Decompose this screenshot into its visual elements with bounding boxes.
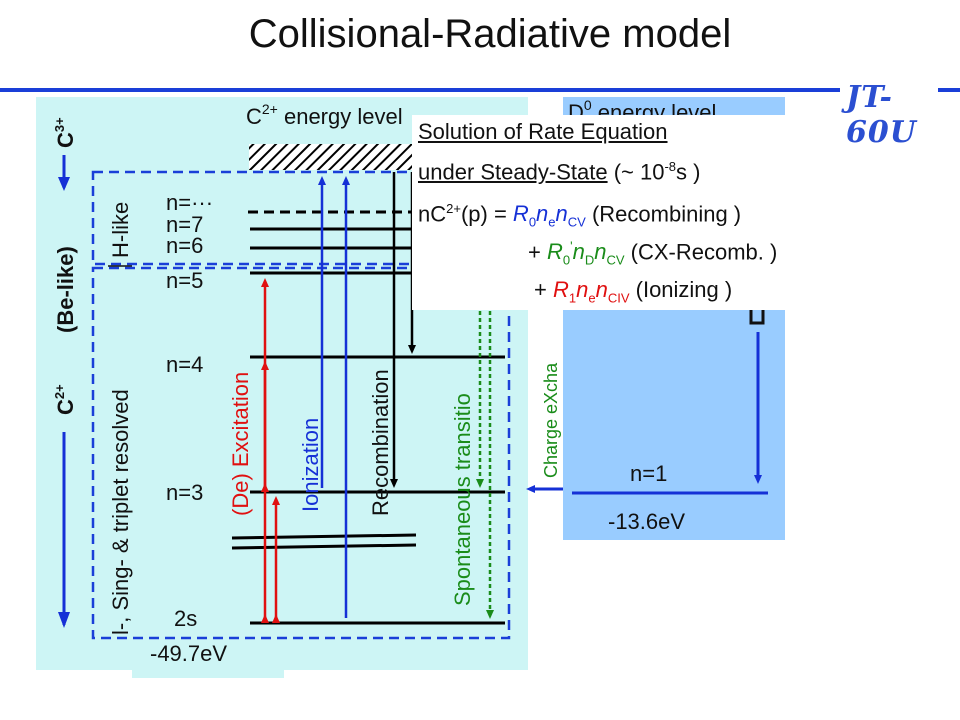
level-label-n3: n=3 [166, 480, 203, 505]
rate-term-2: + R1nenCIV (Ionizing ) [534, 277, 732, 305]
label-c3: C3+ [52, 117, 78, 148]
level-label-2s: 2s [174, 606, 197, 631]
rate-term-coef: R1nenCIV [552, 277, 630, 306]
d-level-label: n=1 [630, 461, 667, 486]
label-recombination: Recombination [368, 369, 393, 516]
ground-energy-label: -49.7eV [150, 641, 227, 666]
carbon-panel-title: C2+ energy level [246, 101, 403, 129]
rate-timescale-exp: -8 [664, 159, 677, 174]
rate-term-coef: R0'nDnCV [546, 239, 625, 268]
level-label-n4: n=4 [166, 352, 203, 377]
label-spontaneous: Spontaneous transitio [450, 393, 475, 606]
label-excitation: (De) Excitation [228, 372, 253, 516]
rate-timescale: (~ 10 [607, 159, 665, 185]
c3-arrowhead [58, 177, 70, 191]
rate-term-lead-sup: 2+ [446, 201, 461, 216]
rate-title: Solution of Rate Equation [418, 119, 668, 144]
level-label-dotdot: n=··· [166, 190, 213, 215]
label-be-like: (Be-like) [53, 246, 78, 333]
continuum-bar [249, 144, 419, 170]
rate-term-label: (CX-Recomb. ) [630, 239, 778, 265]
rate-term-0: nC2+(p) = R0nenCV (Recombining ) [418, 201, 741, 230]
rate-timescale-unit: s ) [676, 159, 701, 185]
rate-subtitle: under Steady-State (~ 10-8s ) [418, 159, 700, 185]
rate-equation-box: Solution of Rate Equation under Steady-S… [412, 115, 790, 310]
rate-term-coef: R0nenCV [512, 201, 586, 230]
slide-title: Collisional-Radiative model [248, 12, 732, 56]
level-label-n5: n=5 [166, 268, 203, 293]
label-c2: C2+ [52, 384, 78, 415]
label-h-like: H-like [108, 202, 133, 258]
jt60u-logo: JT-60U [846, 80, 917, 150]
rate-term-lead: + [534, 277, 553, 302]
resolved-dashed-box [91, 266, 511, 640]
rate-steady-state: under Steady-State [418, 159, 608, 185]
rate-term-lead: + [528, 239, 547, 265]
rate-term-label: (Recombining ) [591, 201, 742, 227]
rate-term-lead: nC [418, 201, 447, 227]
c2-arrowhead [58, 612, 70, 628]
level-label-n7: n=7 [166, 212, 203, 237]
label-charge-exchange: Charge eXcha [541, 362, 561, 478]
carbon-panel-foot [132, 670, 284, 678]
h-like-dashed-box [91, 170, 511, 266]
rate-term-lead-rest: (p) = [460, 201, 513, 227]
label-ionization: Ionization [298, 418, 323, 512]
d-energy-label: -13.6eV [608, 509, 685, 534]
rate-term-1: + R0'nDnCV (CX-Recomb. ) [528, 239, 777, 268]
rate-term-label: (Ionizing ) [635, 277, 733, 302]
label-resolved: l-, Sing- & triplet resolved [108, 389, 133, 635]
level-label-n6: n=6 [166, 233, 203, 258]
